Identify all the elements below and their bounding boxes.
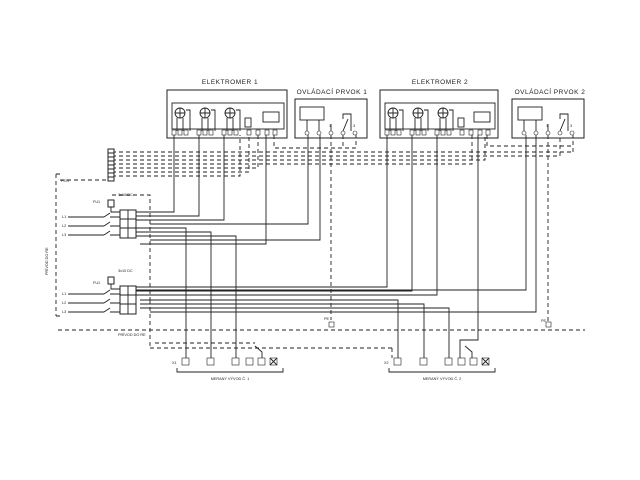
outlet-1: X1 MERANÝ VÝVOD Č. 1 <box>155 342 284 381</box>
pen-label: PEN <box>61 179 69 183</box>
pe-label-2: PE <box>541 319 547 323</box>
fuse-rating-1: 3x10 DC <box>118 193 133 197</box>
phase-l1-label: L1 <box>62 215 66 219</box>
supply-section: PRÍVOD DO RE PEN L1 L2 L3 3x10 DC FU1 L1… <box>45 173 137 317</box>
phase-l3-label: L3 <box>62 233 66 237</box>
phase-l2-label: L2 <box>62 224 66 228</box>
svg-text:1: 1 <box>546 124 548 128</box>
supply-label: PRÍVOD DO RE <box>45 247 49 275</box>
dashed-control-wiring <box>60 135 574 358</box>
phase-wiring <box>135 135 537 358</box>
phase-l1-label-2: L1 <box>62 292 66 296</box>
boundary: PRÍVOD DO RE <box>58 329 585 337</box>
meter-2-title: ELEKTROMER 2 <box>412 79 468 86</box>
phase-l3-label-2: L3 <box>62 310 66 314</box>
boundary-label: PRÍVOD DO RE <box>118 333 146 337</box>
meter-1-terminals <box>171 129 278 136</box>
fuse-rating-2: 3x10 DC <box>118 269 133 273</box>
outlet-1-tag: X1 <box>172 361 177 365</box>
control-1-title: OVLÁDACÍ PRVOK 1 <box>297 87 368 96</box>
pe-label-1: PE <box>324 317 330 321</box>
meter-1: ELEKTROMER 1 <box>166 79 288 139</box>
outlet-2: X2 MERANÝ VÝVOD Č. 2 <box>384 345 496 381</box>
phase-l2-label-2: L2 <box>62 301 66 305</box>
pe-terminals: PE PE <box>324 317 552 328</box>
outlet-2-tag: X2 <box>384 361 389 365</box>
svg-text:3: 3 <box>353 124 355 128</box>
fuse-block-2: 3x10 DC FU1 <box>93 269 137 315</box>
outlet-1-label: MERANÝ VÝVOD Č. 1 <box>211 376 250 381</box>
meter-1-title: ELEKTROMER 1 <box>202 79 258 86</box>
svg-text:3: 3 <box>570 124 572 128</box>
meter-2-measuring-elements <box>387 107 465 131</box>
svg-text:1: 1 <box>329 124 331 128</box>
outlet-2-label: MERANÝ VÝVOD Č. 2 <box>423 376 462 381</box>
feed-connector <box>107 148 115 182</box>
control-2-title: OVLÁDACÍ PRVOK 2 <box>515 87 586 96</box>
meter-2-terminals <box>384 129 491 136</box>
fuse-tag-2: FU1 <box>93 281 100 285</box>
fuse-block-1: 3x10 DC FU1 <box>93 193 137 239</box>
control-1: OVLÁDACÍ PRVOK 1 1 3 <box>294 87 368 139</box>
meter-2: ELEKTROMER 2 <box>379 79 499 139</box>
control-2: OVLÁDACÍ PRVOK 2 1 3 <box>511 87 586 139</box>
meter-1-measuring-elements <box>174 107 252 131</box>
fuse-tag-1: FU1 <box>93 200 100 204</box>
